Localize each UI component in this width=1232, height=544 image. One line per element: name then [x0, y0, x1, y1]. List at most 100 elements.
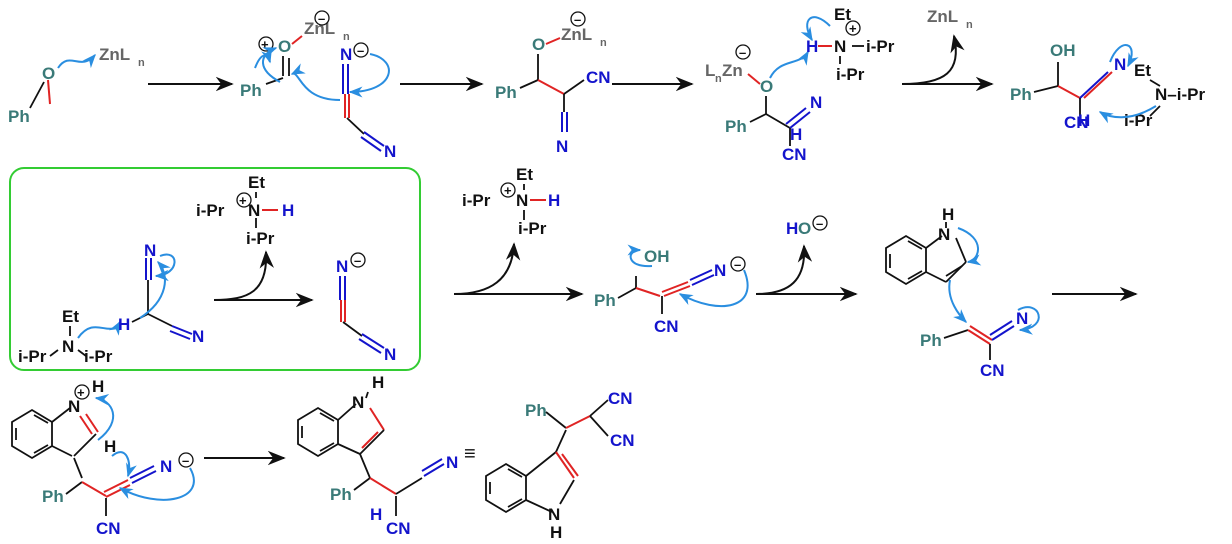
svg-text:Ph: Ph	[594, 291, 616, 310]
svg-text:n: n	[715, 73, 722, 85]
svg-text:ZnL: ZnL	[304, 19, 335, 38]
svg-text:Et: Et	[248, 173, 265, 192]
svg-text:Ph: Ph	[330, 485, 352, 504]
svg-text:Ph: Ph	[725, 117, 747, 136]
svg-text:N: N	[68, 397, 80, 416]
indolium-intermediate: N + H H Ph N – CN	[11, 377, 195, 538]
svg-text:N: N	[352, 393, 364, 412]
protonated-amine: Et + i-Pr N H i-Pr	[462, 165, 560, 238]
svg-text:+: +	[504, 183, 512, 198]
ph-label: Ph	[8, 107, 30, 126]
svg-text:N: N	[62, 337, 74, 356]
svg-text:H: H	[92, 377, 104, 396]
zinc-alkoxide-adduct: O ZnL n – Ph CN N	[495, 11, 611, 156]
svg-text:n: n	[966, 19, 973, 31]
svg-text:N: N	[938, 225, 950, 244]
svg-text:+: +	[261, 37, 269, 52]
svg-text:H: H	[942, 205, 954, 224]
svg-text:Et: Et	[62, 307, 79, 326]
svg-text:N: N	[336, 257, 348, 276]
svg-text:H: H	[370, 505, 382, 524]
svg-text:i-Pr: i-Pr	[518, 219, 547, 238]
indole-attack: N H Ph N CN	[885, 205, 1040, 380]
svg-text:–: –	[182, 453, 189, 468]
benzaldehyde-znln-complex: Ph O ZnL n	[8, 45, 145, 126]
svg-text:N: N	[714, 261, 726, 280]
svg-text:Ph: Ph	[42, 487, 64, 506]
svg-text:i-Pr: i-Pr	[196, 201, 225, 220]
reaction-arrow	[213, 250, 274, 301]
malononitrile: H N N	[118, 241, 204, 346]
svg-text:–: –	[739, 45, 746, 60]
svg-text:OH: OH	[644, 247, 670, 266]
svg-text:+: +	[77, 385, 85, 400]
alcohol-intermediate: OH Ph N H CN Et N–i-Pr i-Pr	[1010, 41, 1205, 132]
svg-text:N: N	[160, 457, 172, 476]
svg-text:H: H	[372, 373, 384, 392]
svg-text:N: N	[834, 37, 846, 56]
svg-text:i-Pr: i-Pr	[84, 347, 113, 366]
svg-text:N: N	[1016, 309, 1028, 328]
svg-text:Ph: Ph	[240, 81, 262, 100]
svg-text:Et: Et	[1134, 61, 1151, 80]
svg-text:H: H	[806, 37, 818, 56]
svg-text:OH: OH	[1050, 41, 1076, 60]
svg-text:N–i-Pr: N–i-Pr	[1155, 85, 1205, 104]
svg-text:Ph: Ph	[1010, 85, 1032, 104]
svg-text:–: –	[354, 253, 361, 268]
svg-text:CN: CN	[96, 519, 121, 538]
svg-text:L: L	[705, 61, 715, 80]
svg-text:Et: Et	[834, 5, 851, 24]
svg-text:i-Pr: i-Pr	[836, 65, 865, 84]
malononitrile-anion-inset: N – N	[336, 252, 396, 364]
reaction-arrow	[453, 242, 521, 295]
svg-text:N: N	[810, 93, 822, 112]
svg-text:ZnL: ZnL	[927, 7, 958, 26]
svg-text:N: N	[144, 241, 156, 260]
svg-text:N: N	[340, 45, 352, 64]
svg-text:CN: CN	[386, 519, 411, 538]
svg-text:–: –	[318, 11, 325, 26]
svg-text:O: O	[760, 77, 773, 96]
svg-text:CN: CN	[782, 145, 807, 164]
svg-text:N: N	[446, 453, 458, 472]
indolyl-malononitrile-product-alt: Ph CN CN N H	[485, 389, 635, 542]
hydroxide-release: H O –	[755, 215, 858, 302]
diisopropylethylamine: Et N i-Pr i-Pr	[18, 307, 121, 366]
ammonium-product: Et + i-Pr N H i-Pr	[196, 173, 294, 248]
svg-text:N: N	[192, 327, 204, 346]
svg-text:Ph: Ph	[495, 83, 517, 102]
svg-text:N: N	[1114, 55, 1126, 74]
svg-text:H: H	[550, 523, 562, 542]
deprotonation-inset-box	[9, 167, 421, 371]
svg-text:Ph: Ph	[920, 331, 942, 350]
svg-text:N: N	[548, 505, 560, 524]
svg-text:–: –	[574, 12, 581, 27]
svg-text:H: H	[282, 201, 294, 220]
svg-text:O: O	[798, 219, 811, 238]
svg-text:i-Pr: i-Pr	[866, 37, 895, 56]
svg-text:i-Pr: i-Pr	[462, 191, 491, 210]
svg-text:H: H	[790, 125, 802, 144]
svg-text:N: N	[384, 345, 396, 364]
svg-text:n: n	[600, 37, 607, 49]
svg-text:CN: CN	[586, 68, 611, 87]
znln-label: ZnL	[99, 45, 130, 64]
ketenimine-alcohol: OH Ph N – CN	[594, 244, 749, 336]
svg-text:i-Pr: i-Pr	[18, 347, 47, 366]
svg-text:N: N	[384, 142, 396, 161]
svg-text:CN: CN	[654, 317, 679, 336]
svg-text:Ph: Ph	[525, 401, 547, 420]
svg-text:–: –	[734, 257, 741, 272]
ammonium-proton-transfer: L n Zn – O Ph N H CN H N + Et i-Pr i-Pr	[705, 5, 895, 164]
svg-text:CN: CN	[980, 361, 1005, 380]
svg-text:Zn: Zn	[722, 61, 743, 80]
svg-text:Et: Et	[516, 165, 533, 184]
svg-text:n: n	[138, 57, 145, 69]
znln-release: ZnL n	[901, 7, 994, 92]
svg-text:CN: CN	[1064, 113, 1089, 132]
svg-text:+: +	[849, 21, 857, 36]
svg-text:N: N	[516, 191, 528, 210]
svg-text:H: H	[104, 437, 116, 456]
